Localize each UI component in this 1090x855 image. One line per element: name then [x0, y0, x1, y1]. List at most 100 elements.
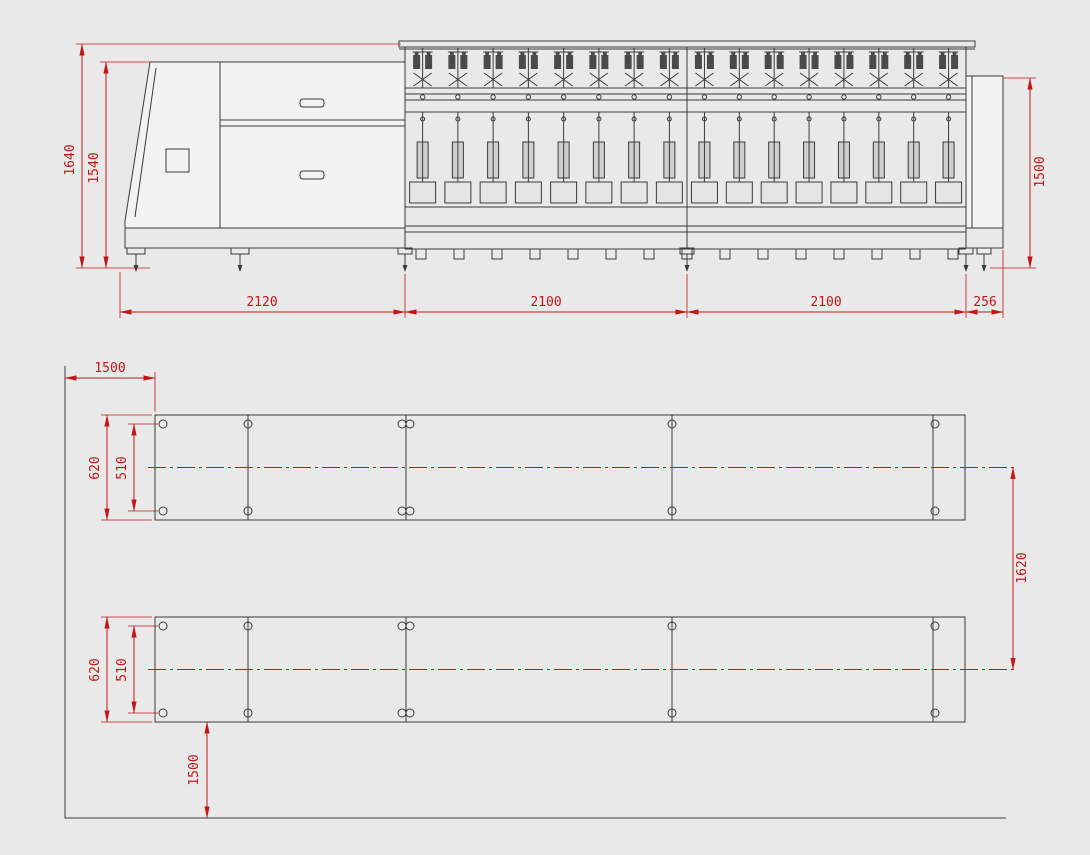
creel-brace: [939, 72, 958, 87]
creel-bobbins: [412, 48, 959, 100]
mounting-tab: [453, 248, 465, 260]
headstock-outline: [124, 61, 406, 229]
bobbin-cap: [497, 51, 502, 56]
mounting-hole: [243, 419, 253, 429]
mounting-hole: [930, 708, 940, 718]
bobbin-cap: [882, 51, 887, 56]
station-panel: [900, 181, 928, 204]
mounting-hole: [158, 419, 168, 429]
feed-bobbin: [729, 55, 737, 69]
bobbin-cap: [638, 51, 643, 56]
creel-brace: [589, 72, 609, 87]
mounting-tab: [871, 248, 883, 260]
plan-view: 1500 620 510 620 510 1620 1500: [64, 361, 1030, 819]
mounting-tabs: [415, 248, 959, 260]
mounting-hole: [158, 708, 168, 718]
tension-disc: [631, 94, 637, 100]
feed-bobbin: [659, 55, 667, 69]
bobbin-cap: [835, 51, 840, 56]
bobbin-cap: [449, 51, 454, 56]
door-handle: [299, 170, 325, 180]
feed-bobbin: [413, 55, 421, 69]
dim-width-row2: 620: [88, 658, 103, 681]
creel-brace: [730, 72, 749, 87]
mounting-hole: [397, 506, 407, 516]
elevation-view: 1640 1540 1500 2120 2100 2100 256: [63, 40, 1048, 318]
mounting-tab: [643, 248, 655, 260]
control-window: [165, 148, 190, 173]
station-panel: [655, 181, 683, 204]
bobbin-cap: [626, 51, 631, 56]
feed-bobbin: [939, 55, 947, 69]
creel-brace: [413, 72, 432, 87]
feed-bobbin: [834, 55, 842, 69]
mounting-hole: [667, 621, 677, 631]
station-panel: [690, 181, 718, 204]
feed-bobbin: [518, 55, 526, 69]
creel-brace: [904, 72, 923, 87]
mounting-tab: [757, 248, 769, 260]
dim-width-row1: 620: [88, 456, 103, 479]
dim-length-end: 256: [973, 295, 996, 310]
dim-hole-spacing-row1: 510: [115, 456, 130, 479]
bobbin-cap: [461, 51, 466, 56]
tension-disc: [841, 94, 847, 100]
bobbin-cap: [520, 51, 525, 56]
creel-brace: [448, 72, 468, 87]
bobbin-cap: [731, 51, 736, 56]
feed-bobbin: [764, 55, 772, 69]
bobbin-cap: [414, 51, 419, 56]
creel-brace: [660, 72, 679, 87]
tension-disc: [771, 94, 777, 100]
station-panel: [585, 181, 613, 204]
mounting-hole: [243, 708, 253, 718]
bobbin-cap: [426, 51, 431, 56]
creel-brace: [624, 72, 644, 87]
bobbin-cap: [813, 51, 818, 56]
dim-height-right: 1500: [1033, 156, 1048, 187]
feed-bobbin: [636, 55, 644, 69]
mounting-tab: [415, 248, 427, 260]
mounting-tab: [605, 248, 617, 260]
creel-brace: [519, 72, 538, 87]
foot-pad: [976, 247, 992, 255]
tension-disc: [596, 94, 602, 100]
bobbin-cap: [696, 51, 701, 56]
mounting-tab: [833, 248, 845, 260]
elevation-dimensions: 1640 1540 1500 2120 2100 2100 256: [63, 43, 1048, 318]
feed-bobbin: [554, 55, 562, 69]
creel-brace: [483, 72, 503, 87]
mounting-hole: [667, 419, 677, 429]
bobbin-cap: [905, 51, 910, 56]
anchor-tip: [402, 265, 408, 272]
station-panel: [760, 181, 788, 204]
bobbin-cap: [567, 51, 572, 56]
mounting-holes: [158, 419, 940, 718]
station-panel: [550, 181, 578, 204]
feed-bobbin: [425, 55, 433, 69]
tension-disc: [806, 94, 812, 100]
bobbin-cap: [801, 51, 806, 56]
dim-length-section2: 2100: [810, 295, 841, 310]
station-panel: [409, 181, 437, 204]
mounting-tab: [909, 248, 921, 260]
station-panel: [444, 181, 472, 204]
reference-wall: [64, 366, 1006, 819]
door-handle: [299, 98, 325, 108]
feed-bobbin: [495, 55, 503, 69]
anchor-tip: [981, 265, 987, 272]
dim-length-head: 2120: [246, 295, 277, 310]
station-panel: [514, 181, 542, 204]
anchor-feet: [126, 247, 992, 272]
feed-bobbin: [741, 55, 749, 69]
foot-pad: [230, 247, 250, 255]
station-panel: [865, 181, 893, 204]
feed-bobbin: [811, 55, 819, 69]
feed-bobbin: [799, 55, 807, 69]
foot-pad: [126, 247, 146, 255]
mounting-hole: [158, 621, 168, 631]
feed-bobbin: [601, 55, 609, 69]
tension-disc: [910, 94, 917, 100]
feed-bobbin: [776, 55, 784, 69]
